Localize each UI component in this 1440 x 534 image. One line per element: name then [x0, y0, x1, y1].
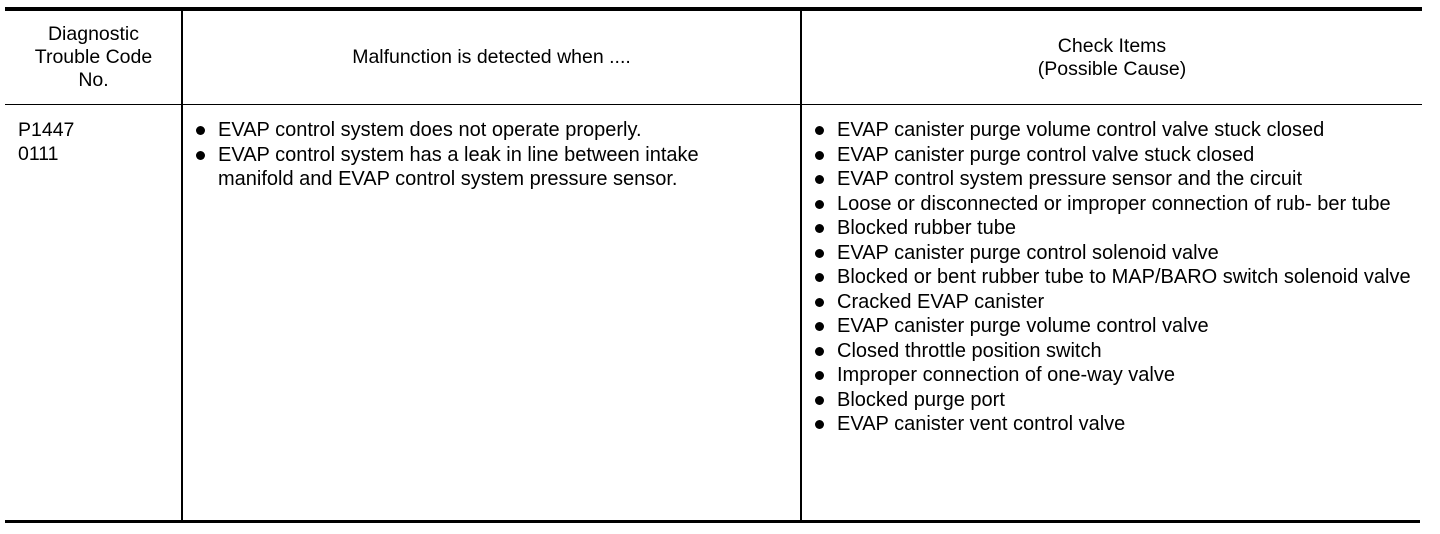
check-items-list: EVAP canister purge volume control valve… [812, 118, 1412, 437]
list-item: Blocked purge port [812, 388, 1412, 413]
list-item: Improper connection of one-way valve [812, 363, 1412, 388]
trouble-code-secondary: 0111 [18, 143, 59, 165]
list-item: EVAP canister purge volume control valve [812, 314, 1412, 339]
list-item: Cracked EVAP canister [812, 290, 1412, 315]
trouble-code-primary: P1447 [18, 119, 75, 141]
table-bottom-rule [5, 520, 1420, 523]
list-item: Blocked rubber tube [812, 216, 1412, 241]
header-code-line-1: Diagnostic [47, 23, 140, 45]
table-top-rule [5, 7, 1422, 11]
malfunction-condition-list: EVAP control system does not operate pro… [193, 118, 773, 192]
list-item: EVAP control system does not operate pro… [193, 118, 773, 143]
header-code-line-3: No. [78, 69, 109, 91]
header-check-line-2: (Possible Cause) [1037, 57, 1187, 80]
header-divider [5, 104, 1422, 105]
trouble-code-cell: P1447 0111 [18, 118, 74, 166]
list-item: EVAP canister purge control valve stuck … [812, 143, 1412, 168]
list-item: Closed throttle position switch [812, 339, 1412, 364]
header-condition-text: Malfunction is detected when .... [352, 46, 631, 68]
list-item: Blocked or bent rubber tube to MAP/BARO … [812, 265, 1412, 290]
list-item: Loose or disconnected or improper connec… [812, 192, 1412, 217]
header-trouble-code: Diagnostic Trouble Code No. [6, 11, 181, 104]
column-divider-2 [800, 11, 802, 521]
list-item: EVAP control system has a leak in line b… [193, 143, 773, 192]
header-check-line-1: Check Items [1057, 34, 1167, 57]
list-item: EVAP canister purge volume control valve… [812, 118, 1412, 143]
list-item: EVAP canister vent control valve [812, 412, 1412, 437]
header-malfunction-condition: Malfunction is detected when .... [183, 11, 800, 104]
list-item: EVAP control system pressure sensor and … [812, 167, 1412, 192]
header-code-line-2: Trouble Code [34, 46, 153, 68]
list-item: EVAP canister purge control solenoid val… [812, 241, 1412, 266]
header-check-items: Check Items (Possible Cause) [802, 11, 1422, 104]
column-divider-1 [181, 11, 183, 521]
